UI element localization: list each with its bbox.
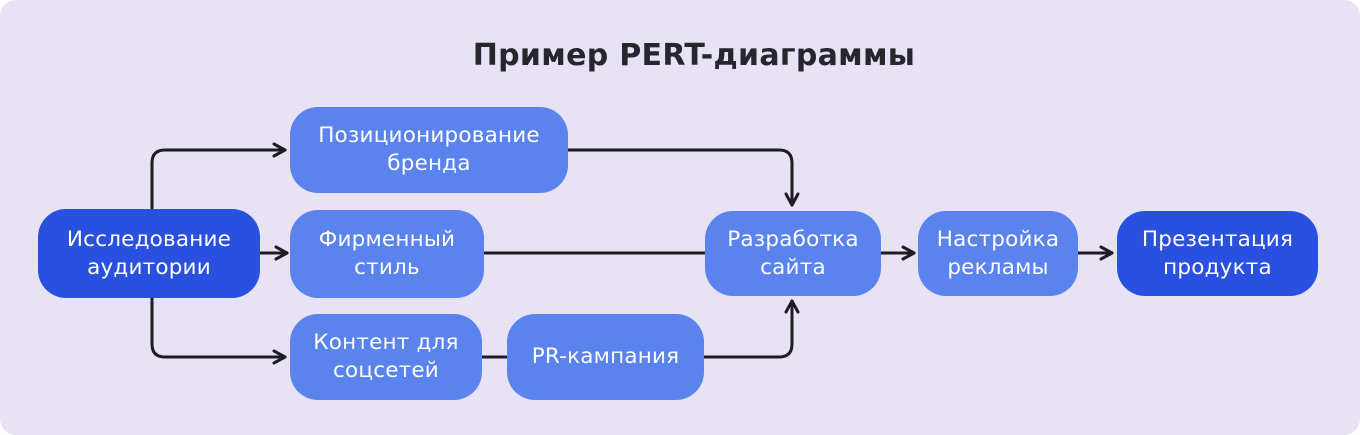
edge-research-to-social-content — [150, 296, 287, 365]
node-pr-campaign-label: PR-кампания — [531, 344, 680, 370]
node-brand-identity: Фирменный стиль — [290, 210, 484, 298]
node-social-content-label: Контент для соцсетей — [313, 330, 459, 383]
edge-pr-campaign-to-website-dev — [702, 299, 800, 359]
node-research-label: Исследование аудитории — [66, 226, 232, 280]
node-website-dev-label: Разработка сайта — [727, 226, 859, 280]
node-pr-campaign: PR-кампания — [507, 314, 704, 400]
edge-research-to-brand-positioning — [150, 142, 287, 211]
node-ads-setup: Настройка рекламы — [918, 211, 1078, 296]
node-brand-positioning: Позиционирование бренда — [290, 107, 568, 193]
node-brand-identity-label: Фирменный стиль — [318, 227, 456, 280]
node-research: Исследование аудитории — [38, 209, 260, 298]
edge-brand-positioning-to-website-dev — [566, 148, 800, 207]
node-product-presentation-label: Презентация продукта — [1141, 226, 1294, 280]
node-social-content: Контент для соцсетей — [290, 314, 482, 400]
node-ads-setup-label: Настройка рекламы — [936, 226, 1060, 280]
node-website-dev: Разработка сайта — [705, 211, 881, 296]
node-brand-positioning-label: Позиционирование бренда — [318, 123, 540, 176]
node-product-presentation: Презентация продукта — [1117, 211, 1318, 296]
diagram-title: Пример PERT-диаграммы — [472, 38, 916, 73]
